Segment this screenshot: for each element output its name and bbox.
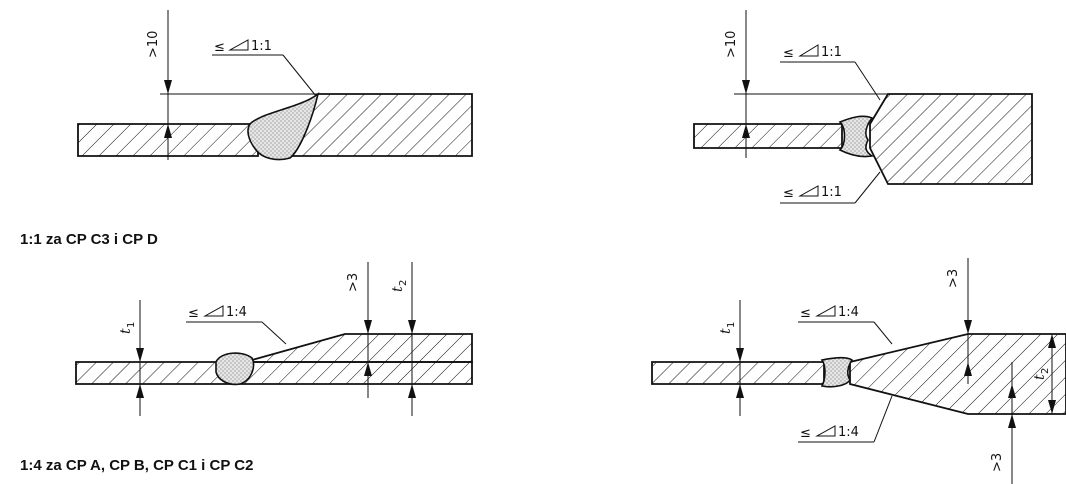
label-t2-sub: 2 [1040,368,1051,374]
label-gt10: >10 [724,31,739,58]
panel-bottom-left: t 1 >3 t 2 ≤ 1:4 [75,262,473,416]
panel-bottom-right: t 1 >3 >3 t 2 ≤ 1:4 ≤ 1:4 [651,258,1066,484]
label-t1-sub: 1 [726,322,737,328]
thin-plate [651,361,825,385]
arrow-up [408,384,416,398]
tapered-plate [244,333,473,363]
slope-label: 1:4 [838,425,859,440]
le-symbol: ≤ [783,46,794,61]
arrow-down [364,320,372,334]
label-t1-sub: 1 [126,322,137,328]
slope-label: 1:4 [226,305,247,320]
thick-plate [869,93,1033,185]
leader-line [873,395,893,443]
arrow-down [1048,400,1056,414]
caption-1-1: 1:1 za CP C3 i CP D [20,231,158,248]
arrow-up-bottom [1008,414,1016,428]
label-t2: t [1032,374,1048,380]
label-gt3: >3 [346,273,361,292]
slope-label: 1:1 [821,185,842,200]
le-symbol: ≤ [188,306,199,321]
slope-label: 1:4 [838,305,859,320]
slope-triangle-icon [228,39,249,51]
leader-line [261,321,287,345]
weld-bead [247,91,320,161]
thin-plate [75,361,473,385]
leader-line [854,61,881,101]
weld-bead [215,352,255,386]
slope-triangle-icon [798,185,819,197]
slope-label: 1:1 [821,45,842,60]
arrow-up [164,124,172,138]
label-t2-sub: 2 [398,280,409,286]
arrow-down [408,320,416,334]
leader-line [854,171,881,204]
arrow-up [964,362,972,376]
label-t1: t [118,328,134,334]
arrow-up [1048,334,1056,348]
arrow-down [136,348,144,362]
label-gt3: >3 [990,453,1005,472]
arrow-up [736,384,744,398]
arrow-up [1008,384,1016,398]
slope-triangle-icon [815,305,836,317]
panel-top-left: >10 ≤ 1:1 [77,10,473,161]
leader-line [282,54,317,97]
label-t2: t [390,286,406,292]
arrow-down [164,80,172,94]
le-symbol: ≤ [800,306,811,321]
arrow-down [964,320,972,334]
arrow-down [736,348,744,362]
caption-1-4: 1:4 za CP A, CP B, CP C1 i CP C2 [20,457,253,474]
arrow-up [136,384,144,398]
arrow-up [364,362,372,376]
le-symbol: ≤ [783,186,794,201]
leader-line [873,321,893,345]
slope-label: 1:1 [251,39,272,54]
slope-triangle-icon [798,44,819,57]
slope-triangle-icon [203,305,224,317]
weld-bead [820,356,854,388]
le-symbol: ≤ [800,426,811,441]
tapered-plate [849,333,1066,415]
slope-triangle-icon [815,425,836,437]
label-t1: t [718,328,734,334]
thin-plate [693,123,843,149]
weld-bead [838,115,875,158]
label-gt10: >10 [146,31,161,58]
panel-top-right: >10 ≤ 1:1 ≤ 1:1 [693,10,1033,204]
label-gt3: >3 [946,269,961,288]
arrow-down [742,80,750,94]
arrow-up [742,124,750,138]
le-symbol: ≤ [214,40,225,55]
